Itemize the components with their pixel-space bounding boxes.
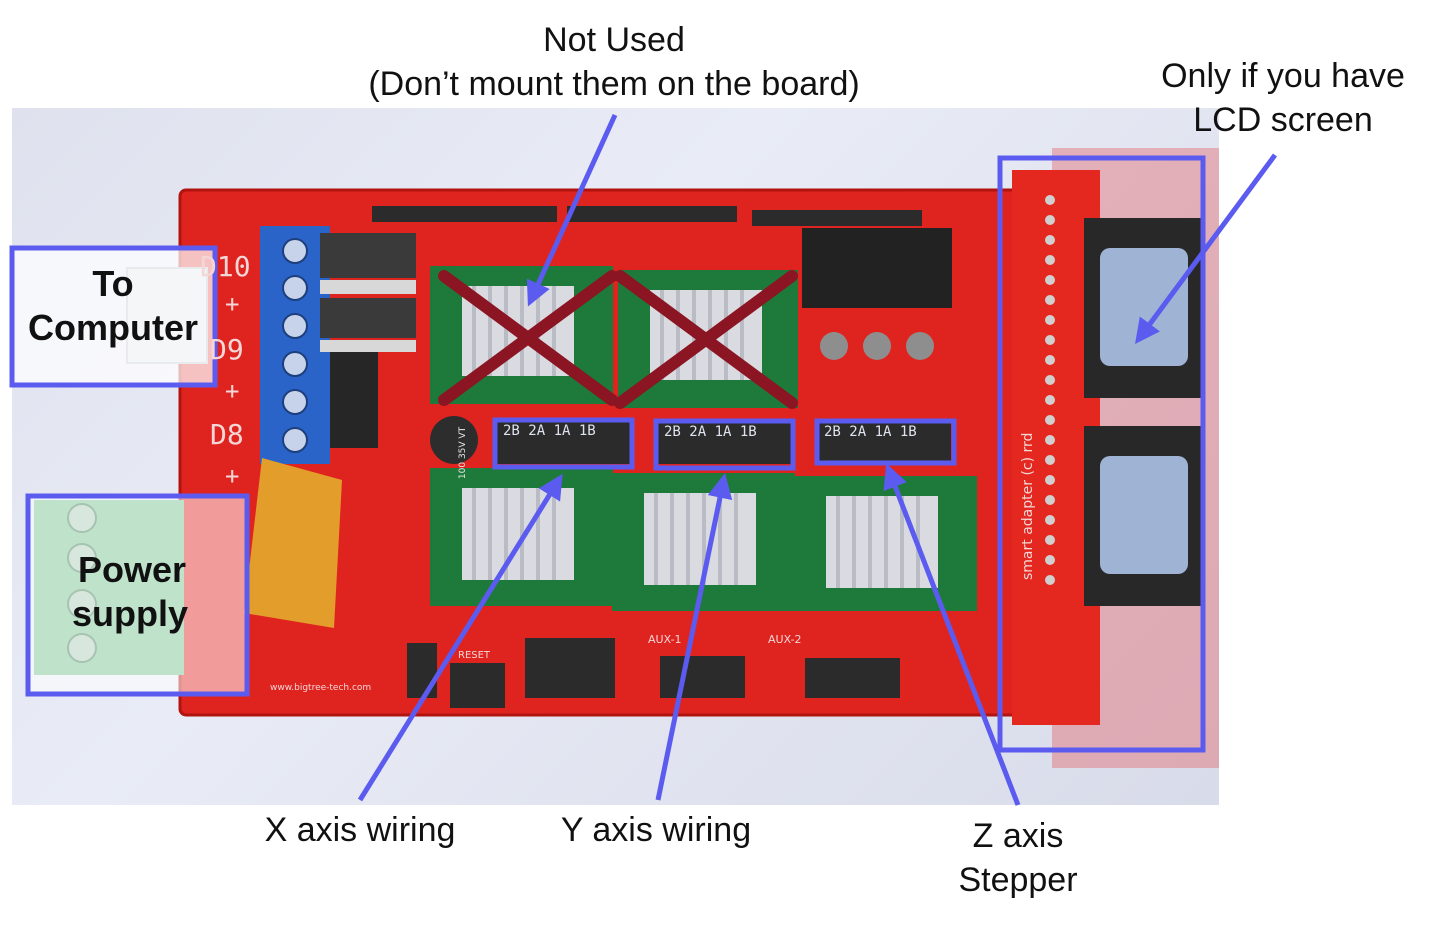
plus-mark-3: +: [225, 462, 240, 490]
plus-mark-2: +: [225, 377, 240, 405]
smart-adapter-label: smart adapter (c) rrd: [1020, 432, 1036, 580]
mosfet: [320, 233, 416, 278]
z-jumper-text: 2B 2A 1A 1B: [824, 424, 917, 440]
aux2-label: AUX-2: [768, 633, 802, 646]
computer-label-line1: To: [92, 263, 134, 304]
lcd-arrow: [1135, 153, 1278, 345]
capacitor-label: 100 35V VT: [458, 426, 469, 480]
computer-label-line2: Computer: [28, 307, 198, 348]
not-used-arrow: [526, 113, 618, 307]
power-box: [25, 493, 250, 697]
pin-d8-label: D8: [210, 418, 244, 451]
not-used-subtitle: (Don’t mount them on the board): [368, 65, 860, 103]
y-jumper-text: 2B 2A 1A 1B: [664, 424, 757, 440]
x-jumper-box: [492, 417, 635, 470]
not-used-cross: [438, 270, 798, 409]
pin-d10-label: D10: [200, 250, 251, 283]
plus-mark-1: +: [225, 290, 240, 318]
pin-d9-label: D9: [210, 333, 244, 366]
y-axis-arrow: [655, 473, 733, 801]
terminal-block: [260, 226, 330, 464]
z-jumper-box: [814, 418, 957, 466]
power-label-line1: Power: [77, 549, 187, 590]
lcd-label-line1: Only if you have: [1161, 57, 1405, 95]
polyfuse: [244, 458, 342, 628]
endstop-headers: [802, 228, 952, 308]
y-axis-label: Y axis wiring: [560, 811, 752, 849]
reset-label: RESET: [458, 650, 491, 661]
lcd-label-line2: LCD screen: [1193, 101, 1373, 139]
not-used-title: Not Used: [543, 21, 685, 59]
z-axis-label-line1: Z axis: [972, 817, 1064, 855]
reset-button: [450, 663, 505, 708]
z-axis-arrow: [883, 463, 1021, 806]
computer-box: [9, 245, 218, 388]
aux1-label: AUX-1: [648, 633, 682, 646]
x-jumper-text: 2B 2A 1A 1B: [503, 423, 596, 439]
power-label-line2: supply: [71, 593, 189, 634]
z-axis-label-line2: Stepper: [958, 861, 1078, 899]
capacitor: [430, 416, 478, 464]
website-label: www.bigtree-tech.com: [270, 683, 372, 693]
y-jumper-box: [653, 418, 796, 471]
x-axis-label: X axis wiring: [264, 811, 456, 849]
lcd-box: [997, 155, 1206, 753]
x-axis-arrow: [357, 473, 563, 802]
